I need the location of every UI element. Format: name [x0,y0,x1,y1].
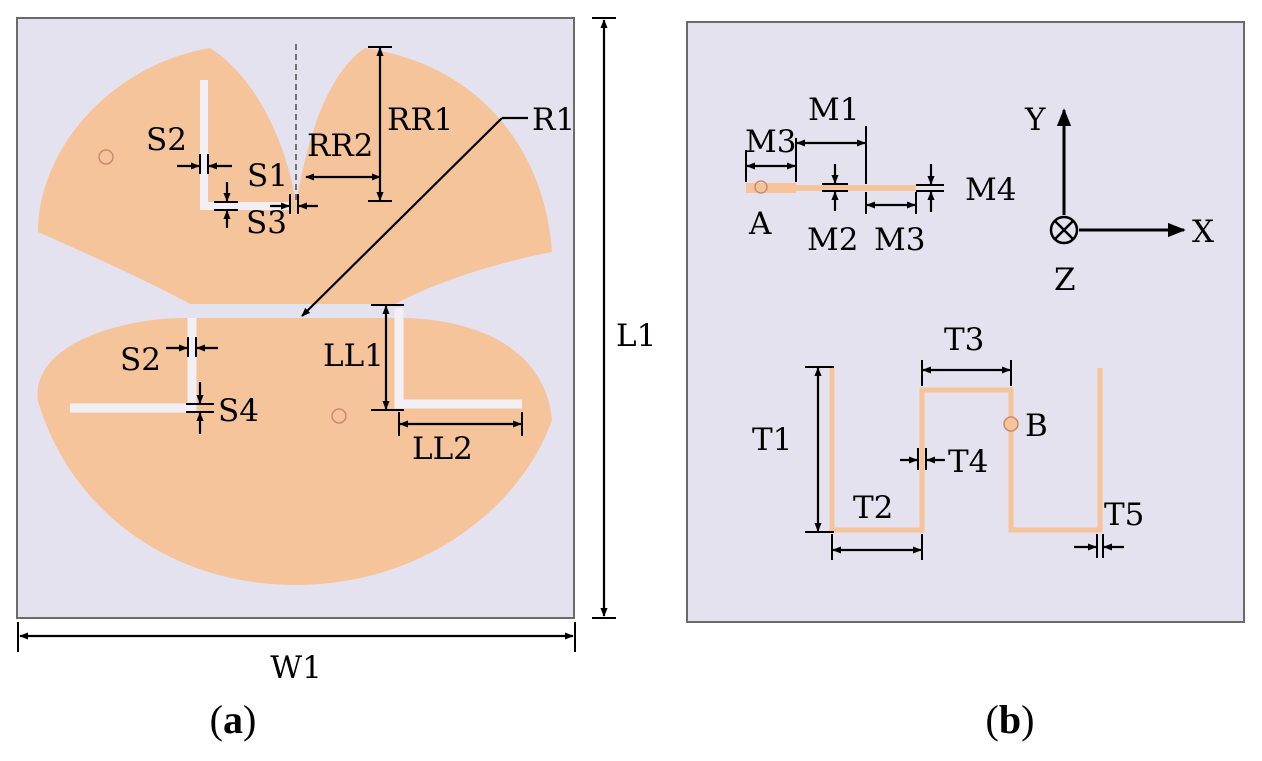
caption-a: (a) [210,697,257,742]
dimension-M2: M2 [807,164,858,258]
label-T5: T5 [1104,497,1144,533]
panel-b: M3 M1 M2 M3 M4 A [686,21,1245,742]
dimension-S1: S1 [247,158,318,214]
label-T2: T2 [853,490,893,526]
dimension-S2-bottom: S2 [120,337,218,378]
dimension-RR2: RR2 [305,128,381,181]
label-T1: T1 [752,422,792,458]
dimension-R1: R1 [301,102,575,317]
dimension-M4: M4 [916,164,1016,212]
feed-point-upper [98,149,114,165]
lower-left-slot [70,318,197,413]
label-S3: S3 [246,205,287,241]
label-RR2: RR2 [307,128,373,164]
label-M3-right: M3 [874,222,925,258]
label-R1: R1 [532,102,575,138]
dimension-S3: S3 [214,182,287,241]
upper-patch [38,48,552,304]
panel-a: RR1 RR2 R1 S1 S2 [16,17,656,742]
axis-label-z: Z [1054,262,1076,298]
feed-line-wide [746,183,796,193]
dimension-M3-right: M3 [865,192,925,258]
feed-point-A [754,180,768,194]
label-M2: M2 [807,222,858,258]
coordinate-system: Y X Z [1024,102,1214,298]
label-S2-bottom: S2 [120,342,161,378]
label-L1: L1 [616,318,656,354]
meander-line [829,368,1103,533]
dimension-W1: W1 [17,622,576,686]
label-A: A [748,206,772,242]
dimension-LL2: LL2 [398,412,523,467]
feed-point-B [1003,416,1019,432]
dimension-T1: T1 [752,366,834,533]
dimension-T5: T5 [1074,497,1144,558]
lower-patch [37,318,552,585]
substrate-b [686,21,1245,623]
lower-right-slot [394,308,522,409]
label-T4: T4 [948,444,988,480]
dimension-LL1: LL1 [323,304,404,411]
axis-label-y: Y [1024,102,1046,138]
label-S2-top: S2 [146,122,187,158]
label-M3-left: M3 [745,124,796,160]
z-axis-into-page-icon [1049,215,1079,245]
feed-line-narrow [796,185,916,191]
upper-slot [200,80,290,210]
feed-point-lower [331,408,347,424]
label-M4: M4 [965,172,1016,208]
dimension-M1: M1 [796,92,867,184]
label-LL1: LL1 [323,338,384,374]
dimension-T2: T2 [831,490,923,560]
caption-b: (b) [986,697,1035,742]
dimension-L1: L1 [592,17,656,619]
dimension-S4: S4 [186,382,259,434]
label-T3: T3 [944,322,984,358]
label-LL2: LL2 [412,431,473,467]
label-B: B [1025,408,1048,444]
dimension-S2-top: S2 [146,122,232,174]
label-W1: W1 [270,650,322,686]
label-S4: S4 [218,393,259,429]
dimension-M3-left: M3 [745,124,797,182]
dimension-T3: T3 [921,322,1012,386]
dimension-T4: T4 [900,444,988,480]
label-M1: M1 [808,92,859,128]
axis-label-x: X [1192,214,1214,250]
label-S1: S1 [247,158,288,194]
label-RR1: RR1 [387,102,453,138]
